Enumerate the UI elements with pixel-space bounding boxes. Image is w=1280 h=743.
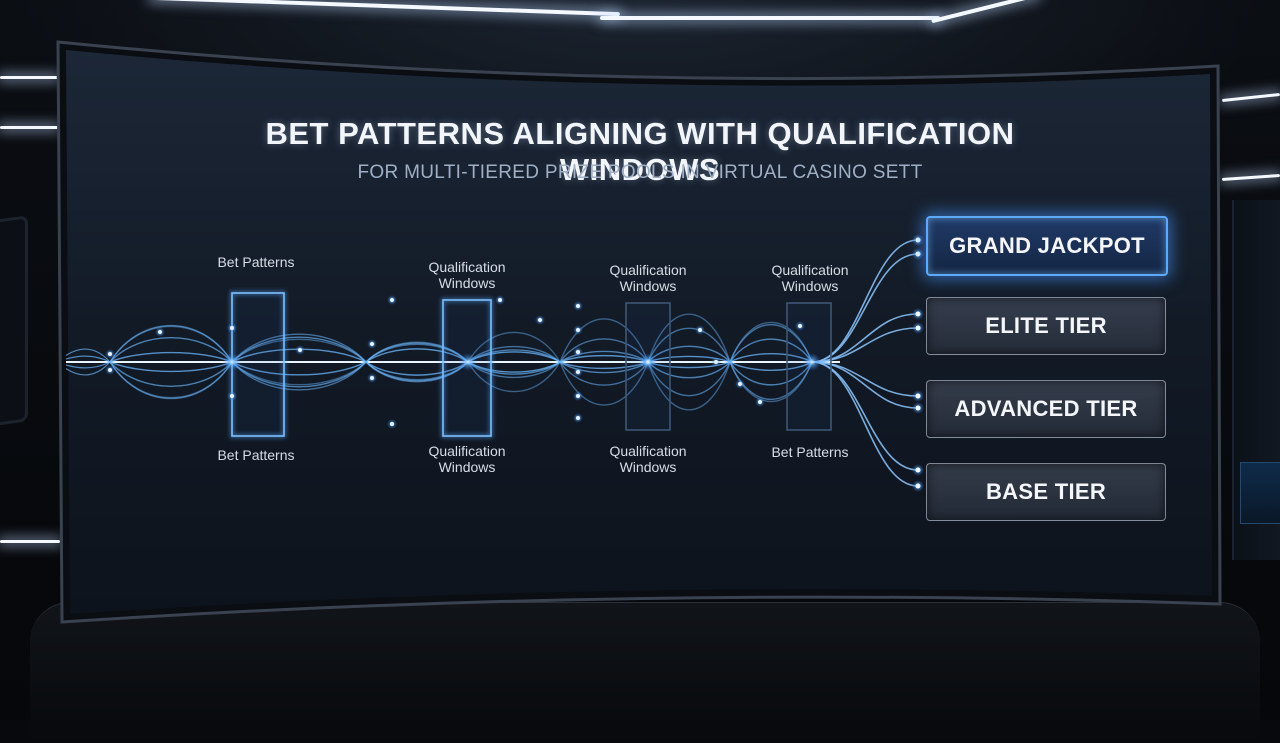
wave-node: [538, 318, 542, 322]
wave-node: [498, 298, 502, 302]
diagram-subtitle: FOR MULTI-TIERED PRIZE POOLS IN VIRTUAL …: [357, 162, 923, 183]
pinch-glow: [803, 353, 821, 371]
tier-connector-node: [915, 405, 921, 411]
label-bottom-window-1: Qualification Windows: [428, 443, 506, 475]
window-group: [230, 291, 832, 438]
pinch-glow: [223, 353, 241, 371]
wave-node: [108, 352, 112, 356]
tier-connector-node: [915, 325, 921, 331]
label-bottom-bet-patterns-1: Bet Patterns: [217, 447, 295, 463]
fan-out-strand: [811, 361, 919, 487]
label-bottom-bet-patterns-2: Bet Patterns: [771, 444, 849, 460]
lead-in-strand: [65, 355, 111, 363]
tier-connector-node: [915, 483, 921, 489]
wave-node: [576, 304, 580, 308]
diagram-canvas: [56, 40, 1222, 624]
lead-in-strand: [65, 348, 111, 363]
label-top-window-1: Qualification Windows: [428, 259, 506, 291]
tier-connector-node: [915, 467, 921, 473]
screen-surface: [66, 50, 1212, 614]
wave-node: [698, 328, 702, 332]
pinch-glow: [459, 353, 477, 371]
wave-node: [370, 342, 374, 346]
fan-out-strand: [811, 361, 919, 409]
curved-display: [56, 40, 1222, 624]
lead-in-strand: [65, 361, 111, 376]
wave-node: [298, 348, 302, 352]
side-monitor: [1240, 462, 1280, 524]
fan-out-strand: [811, 253, 919, 363]
wave-node: [576, 328, 580, 332]
qualification-window: [231, 292, 285, 437]
wave-node: [758, 400, 762, 404]
tier-grand-jackpot: GRAND JACKPOT: [926, 216, 1168, 276]
tier-connector-node: [915, 251, 921, 257]
pinch-glow: [639, 353, 657, 371]
tier-advanced: ADVANCED TIER: [926, 380, 1166, 438]
wave-node: [798, 324, 802, 328]
label-top-window-2: Qualification Windows: [609, 262, 687, 294]
tier-elite: ELITE TIER: [926, 297, 1166, 355]
wave-node: [230, 326, 234, 330]
wave-node: [230, 394, 234, 398]
wave-node: [576, 394, 580, 398]
wave-node: [158, 330, 162, 334]
tier-connector-node: [915, 393, 921, 399]
wave-node: [714, 360, 718, 364]
node-group: [105, 234, 924, 492]
label-top-bet-patterns: Bet Patterns: [217, 254, 295, 270]
wall-light-left-1: [0, 76, 58, 79]
wave-node: [370, 376, 374, 380]
tier-connector-node: [915, 311, 921, 317]
wave-node: [390, 298, 394, 302]
wall-light-left-2: [0, 126, 58, 129]
ceiling-light-center: [600, 16, 940, 20]
wave-node: [738, 382, 742, 386]
wall-light-left-3: [0, 540, 60, 543]
wave-node: [108, 368, 112, 372]
tier-connector-node: [915, 237, 921, 243]
fan-out-strand: [811, 327, 919, 363]
wave-node: [390, 422, 394, 426]
wave-node: [576, 370, 580, 374]
tier-base: BASE TIER: [926, 463, 1166, 521]
lead-in-strand: [65, 361, 111, 369]
label-bottom-window-2: Qualification Windows: [609, 443, 687, 475]
wave-node: [576, 350, 580, 354]
label-top-window-3: Qualification Windows: [771, 262, 849, 294]
diagram-title: BET PATTERNS ALIGNING WITH QUALIFICATION…: [265, 116, 1015, 187]
wave-node: [576, 416, 580, 420]
